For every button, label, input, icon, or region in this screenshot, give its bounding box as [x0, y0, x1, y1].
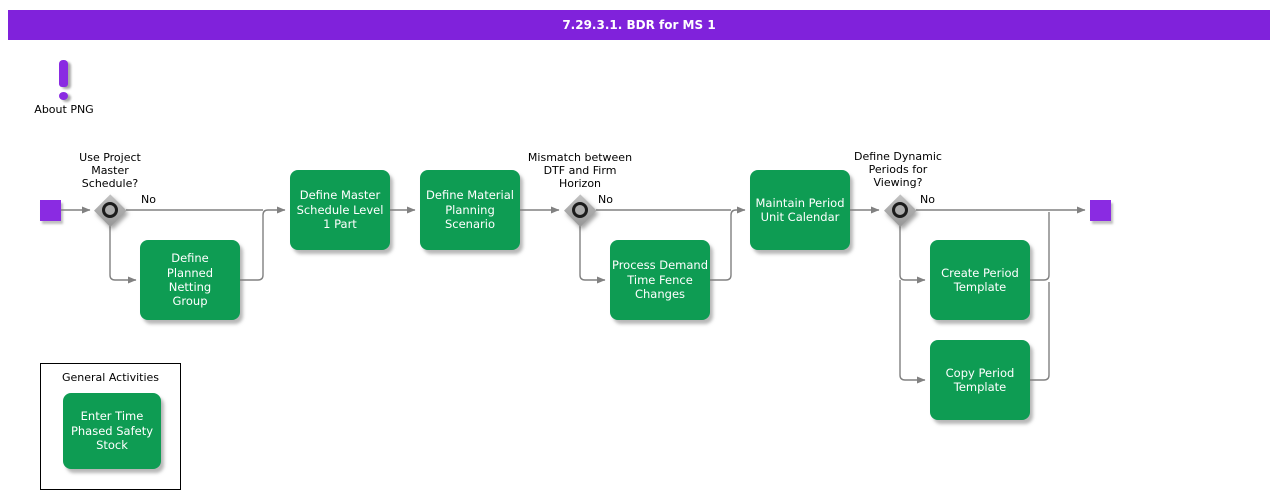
task-define-master-schedule-level-1-part[interactable]: Define Master Schedule Level 1 Part: [290, 170, 390, 250]
about-png-label: About PNG: [34, 103, 94, 116]
task-maintain-period-unit-calendar[interactable]: Maintain Period Unit Calendar: [750, 170, 850, 250]
gateway-label-use-project-master-schedule: Use Project Master Schedule?: [79, 151, 141, 191]
gateway-label-mismatch-dtf-firm-horizon: Mismatch between DTF and Firm Horizon: [527, 151, 633, 191]
connector-gw3-to-task5: [899, 226, 926, 284]
general-activities-title: General Activities: [61, 371, 160, 384]
exclamation-icon: [59, 58, 69, 100]
about-png[interactable]: About PNG: [33, 58, 95, 116]
connector-task6-merge: [1030, 282, 1050, 381]
page-title: 7.29.3.1. BDR for MS 1: [562, 18, 716, 32]
task-define-material-planning-scenario[interactable]: Define Material Planning Scenario: [420, 170, 520, 250]
gateway-use-project-master-schedule: [94, 194, 126, 226]
gateway-mismatch-dtf-firm-horizon: [564, 194, 596, 226]
connector-task0-to-task1: [240, 206, 286, 281]
task-enter-time-phased-safety-stock[interactable]: Enter Time Phased Safety Stock: [63, 393, 161, 469]
gateway-circle-icon: [572, 202, 588, 218]
branch-label-no-2: No: [598, 193, 613, 206]
task-create-period-template[interactable]: Create Period Template: [930, 240, 1030, 320]
title-bar: 7.29.3.1. BDR for MS 1: [8, 10, 1270, 40]
connector-gw2-to-task3: [579, 226, 606, 284]
gateway-circle-icon: [102, 202, 118, 218]
connector-gw3-to-task6: [899, 280, 926, 384]
gateway-circle-icon: [892, 202, 908, 218]
general-activities-box: General Activities Enter Time Phased Saf…: [40, 363, 181, 490]
task-define-planned-netting-group[interactable]: Define Planned Netting Group: [140, 240, 240, 320]
connector-gw1-to-task0: [109, 226, 137, 284]
start-node: [40, 200, 61, 221]
gateway-define-dynamic-periods: [884, 194, 916, 226]
connector-task5-merge: [1030, 212, 1050, 281]
task-copy-period-template[interactable]: Copy Period Template: [930, 340, 1030, 420]
branch-label-no-1: No: [141, 193, 156, 206]
gateway-label-define-dynamic-periods: Define Dynamic Periods for Viewing?: [854, 150, 942, 190]
end-node: [1090, 200, 1111, 221]
task-process-demand-time-fence-changes[interactable]: Process Demand Time Fence Changes: [610, 240, 710, 320]
connector-task3-to-task4: [710, 206, 746, 281]
branch-label-no-3: No: [920, 193, 935, 206]
